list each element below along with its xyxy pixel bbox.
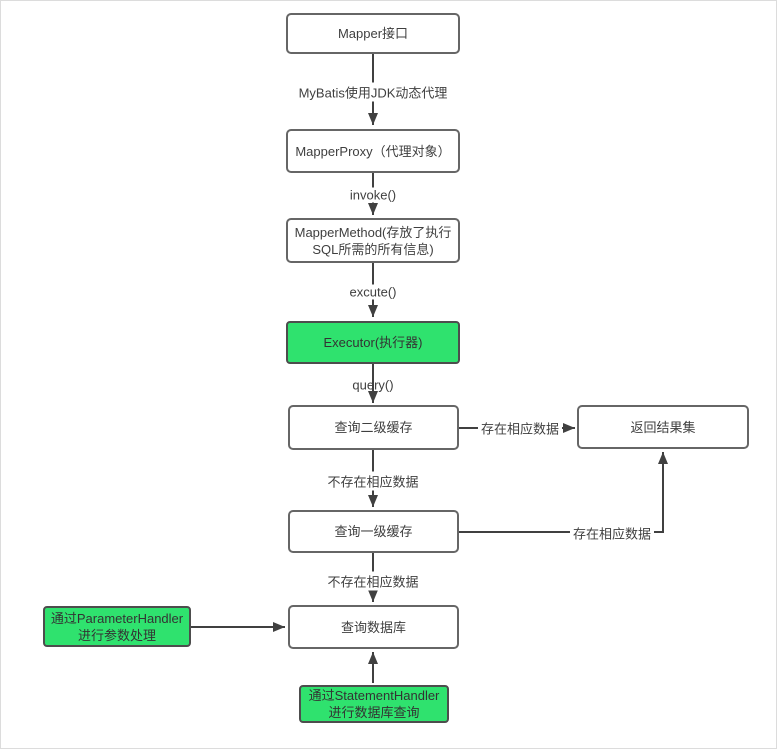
node-executor: Executor(执行器) xyxy=(286,321,460,364)
edge-label-l2-hit: 存在相应数据 xyxy=(477,418,563,438)
node-statement-handler-line2: 进行数据库查询 xyxy=(328,705,420,720)
node-mapper-interface: Mapper接口 xyxy=(286,13,460,54)
edge-label-l2-miss: 不存在相应数据 xyxy=(324,471,422,491)
edge-label-query: query() xyxy=(352,377,394,393)
node-mapper-method: MapperMethod(存放了执行 SQL所需的所有信息) xyxy=(286,218,460,263)
edge-label-l1-hit: 存在相应数据 xyxy=(569,523,655,543)
edge-label-l1-miss: 不存在相应数据 xyxy=(324,571,422,591)
node-parameter-handler: 通过ParameterHandler 进行参数处理 xyxy=(43,606,191,647)
node-query-database: 查询数据库 xyxy=(288,605,459,649)
node-statement-handler: 通过StatementHandler 进行数据库查询 xyxy=(299,685,449,723)
node-mapper-proxy: MapperProxy（代理对象） xyxy=(286,129,460,173)
edge-label-excute: excute() xyxy=(346,284,400,300)
node-return-result: 返回结果集 xyxy=(577,405,749,449)
node-query-l1-cache: 查询一级缓存 xyxy=(288,510,459,553)
node-mapper-method-line1: MapperMethod(存放了执行 xyxy=(294,224,452,240)
node-parameter-handler-line2: 进行参数处理 xyxy=(77,627,156,643)
edge-l1cache-to-result xyxy=(459,452,668,533)
edge-label-jdk-proxy: MyBatis使用JDK动态代理 xyxy=(295,82,451,102)
edge-label-invoke: invoke() xyxy=(346,187,400,203)
node-parameter-handler-line1: 通过ParameterHandler xyxy=(50,610,184,626)
node-query-l2-cache: 查询二级缓存 xyxy=(288,405,459,450)
node-statement-handler-line1: 通过StatementHandler xyxy=(308,688,440,703)
node-mapper-method-line2: SQL所需的所有信息) xyxy=(312,241,434,257)
